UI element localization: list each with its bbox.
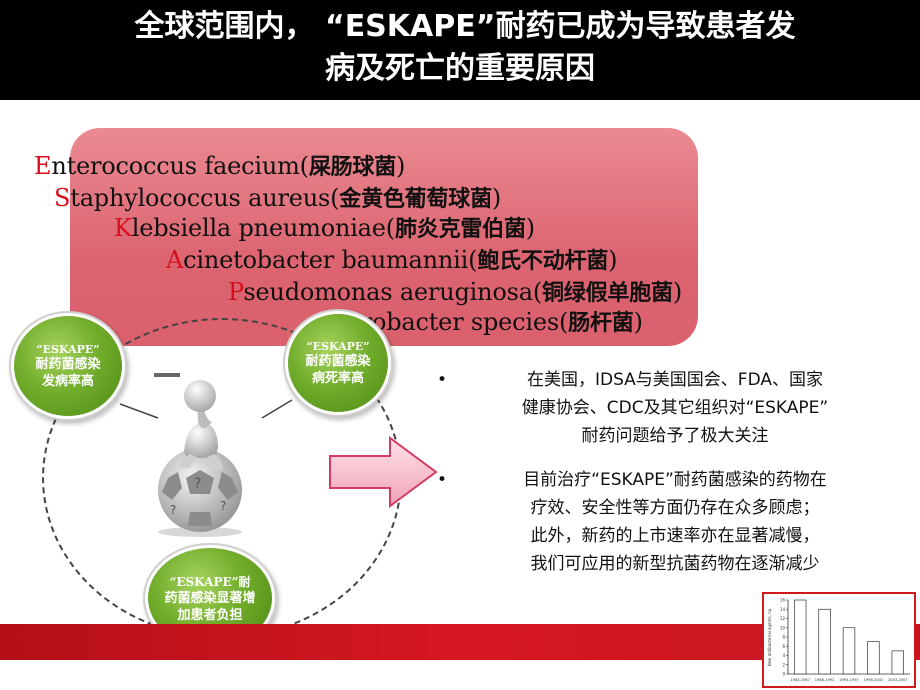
pathogen-close: ) (633, 308, 643, 336)
right-arrow-icon (329, 436, 438, 508)
chart-y-tick-label: 8 (782, 635, 785, 640)
pathogen-enterobacter: nterobacter species(肠杆菌) (322, 308, 643, 338)
pathogen-cn: 屎肠球菌 (308, 155, 397, 180)
pathogen-panel (70, 128, 698, 346)
pathogen-cn: 鲍氏不动杆菌 (477, 249, 609, 274)
bullet-line: 我们可应用的新型抗菌药物在逐渐减少 (530, 554, 820, 574)
slide-title: 全球范围内， “ESKAPE”耐药已成为导致患者发 病及死亡的重要原因 (0, 0, 920, 100)
pathogen-initial: P (228, 278, 244, 306)
pathogen-initial: E (34, 152, 52, 180)
chart-bar (793, 599, 807, 675)
bullet-line: 疗效、安全性等方面仍存在众多顾虑； (530, 498, 820, 518)
chart-y-tick-label: 10 (780, 625, 786, 630)
pathogen-initial: K (114, 214, 132, 242)
inset-chart: New antibacterial agents, no. 0 2 4 6 8 10 12 14… (762, 592, 916, 688)
pathogen-cn: 铜绿假单胞菌 (542, 281, 673, 306)
pathogen-close: ) (525, 214, 535, 242)
pathogen-close: ) (396, 152, 406, 180)
bullet-line: 在美国，IDSA与美国国会、FDA、国家 (526, 370, 824, 390)
chart-y-tick-label: 4 (782, 653, 785, 658)
chart-bar (818, 608, 831, 675)
pathogen-cn: 金黄色葡萄球菌 (339, 187, 492, 212)
badge-line1: 药菌感染显著增 (164, 590, 256, 606)
svg-text:?: ? (220, 499, 226, 513)
chart-y-tick-label: 14 (780, 607, 786, 612)
bullet-dot: • (437, 470, 448, 490)
pathogen-pseudomonas: Pseudomonas aeruginosa(铜绿假单胞菌) (228, 278, 682, 308)
pathogen-close: ) (608, 246, 618, 274)
pathogen-latin: taphylococcus aureus( (70, 184, 340, 212)
badge-en: “ESKAPE” (36, 342, 100, 356)
badge-line2: 发病率高 (41, 373, 94, 389)
chart-category-label: 2003-2007 (888, 678, 908, 682)
bullet-line: 此外，新药的上市速率亦在显著减慢， (530, 526, 820, 546)
badge-line1: 耐药菌感染 (305, 353, 371, 369)
badge-line1: 耐药菌感染 (35, 356, 101, 372)
pathogen-latin: seudomonas aeruginosa( (243, 278, 542, 306)
pathogen-latin: cinetobacter baumannii( (183, 246, 478, 274)
chart-ylabel: New antibacterial agents, no. (767, 608, 772, 667)
svg-text:?: ? (170, 503, 176, 517)
title-line-2: 病及死亡的重要原因 (325, 51, 595, 86)
pathogen-latin: nterococcus faecium( (51, 152, 309, 180)
svg-text:?: ? (194, 476, 201, 492)
badge-en: “ESKAPE”耐 (169, 574, 251, 589)
pathogen-klebsiella: Klebsiella pneumoniae(肺炎克雷伯菌) (114, 214, 535, 244)
bullet-dot: • (437, 370, 448, 390)
chart-category-label: 1998-2002 (864, 678, 884, 682)
chart-bar (867, 641, 880, 675)
chart-y-tick-label: 0 (782, 672, 785, 677)
chart-bar (891, 650, 905, 675)
badge-line2: 病死率高 (311, 370, 364, 386)
badge-mortality: “ESKAPE” 耐药菌感染 病死率高 (288, 314, 388, 412)
pathogen-latin: lebsiella pneumoniae( (131, 214, 395, 242)
pathogen-cn: 肺炎克雷伯菌 (394, 217, 526, 242)
badge-en: “ESKAPE” (306, 339, 370, 353)
bullet-line: 耐药问题给予了极大关注 (581, 426, 769, 446)
pathogen-staphylococcus: Staphylococcus aureus(金黄色葡萄球菌) (54, 184, 501, 214)
chart-y-tick-label: 16 (780, 598, 786, 603)
chart-bar (842, 627, 856, 675)
pathogen-initial: S (54, 184, 71, 212)
pathogen-initial: A (166, 246, 184, 274)
chart-category-label: 1988-1992 (815, 678, 835, 682)
badge-incidence: “ESKAPE” 耐药菌感染 发病率高 (14, 316, 122, 416)
bullet-treatment-concerns: • 目前治疗“ESKAPE”耐药菌感染的药物在 疗效、安全性等方面仍存在众多顾虑… (437, 466, 885, 578)
bullet-line: 目前治疗“ESKAPE”耐药菌感染的药物在 (523, 470, 827, 490)
pathogen-close: ) (672, 278, 682, 306)
chart-y-tick-label: 6 (782, 644, 785, 649)
pathogen-cn: 肠杆菌 (568, 311, 634, 336)
bullet-us-attention: • 在美国，IDSA与美国国会、FDA、国家 健康协会、CDC及其它组织对“ES… (437, 366, 885, 450)
title-line-1: 全球范围内， “ESKAPE”耐药已成为导致患者发 (134, 9, 796, 44)
badge-line2: 加患者负担 (177, 607, 243, 623)
chart-y-tick-label: 2 (782, 662, 785, 667)
bullet-line: 健康协会、CDC及其它组织对“ESKAPE” (521, 398, 829, 418)
thinker-figure-icon: ? ? ? (158, 380, 242, 537)
pathogen-acinetobacter: Acinetobacter baumannii(鲍氏不动杆菌) (166, 246, 618, 276)
chart-svg: New antibacterial agents, no. 0 2 4 6 8 10 12 14… (767, 598, 910, 682)
pathogen-enterococcus: Enterococcus faecium(屎肠球菌) (34, 152, 405, 182)
dash-mark (154, 373, 180, 377)
chart-category-label: 1983-1987 (790, 678, 810, 682)
chart-y-tick-label: 12 (780, 616, 786, 621)
pathogen-close: ) (491, 184, 502, 212)
chart-category-label: 1993-1997 (839, 678, 859, 682)
